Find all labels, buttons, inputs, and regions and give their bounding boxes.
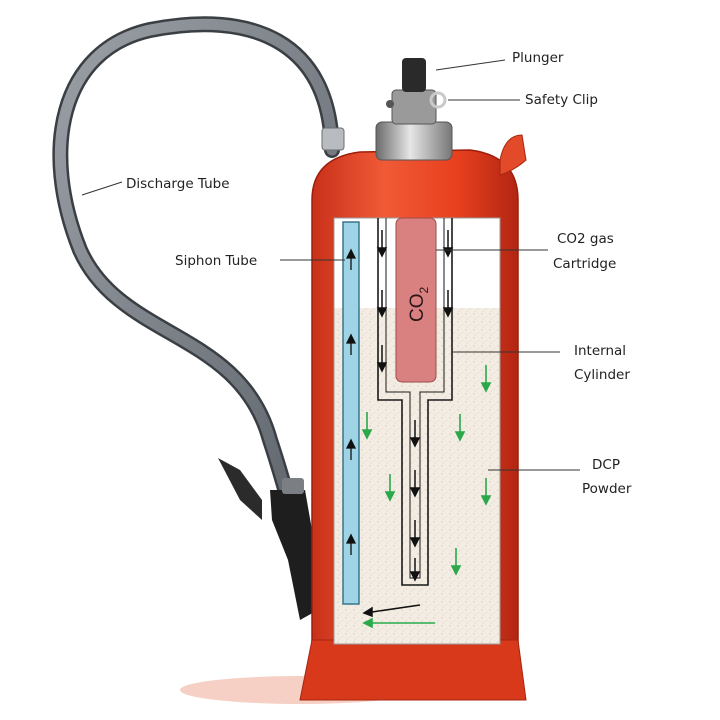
- label-siphon-tube: Siphon Tube: [175, 253, 257, 269]
- co2-cartridge-label: CO2: [407, 287, 431, 323]
- leader-lines: [81, 59, 580, 471]
- internal-cylinder: [377, 218, 453, 586]
- siphon-flow-arrows: [345, 248, 357, 555]
- valve-pin: [386, 100, 394, 108]
- powder-flow-arrows: [361, 365, 492, 629]
- siphon-tube: [342, 221, 360, 605]
- label-safety-clip: Safety Clip: [525, 92, 598, 108]
- hose-collar: [321, 127, 345, 151]
- valve-neck: [391, 89, 437, 125]
- label-co2-cartridge-1: CO2 gas: [557, 231, 614, 247]
- label-discharge-tube: Discharge Tube: [126, 176, 230, 192]
- label-internal-cylinder-1: Internal: [574, 343, 626, 359]
- extinguisher-base: [299, 639, 527, 701]
- carry-handle: [499, 134, 527, 176]
- label-co2-cartridge-2: Cartridge: [553, 256, 616, 272]
- top-collar: [375, 121, 453, 161]
- label-plunger: Plunger: [512, 50, 564, 66]
- plunger-knob: [402, 58, 426, 92]
- discharge-hose-highlight: [54, 18, 338, 511]
- label-dcp-powder-2: Powder: [582, 481, 632, 497]
- label-internal-cylinder-2: Cylinder: [574, 367, 630, 383]
- nozzle-gun: [218, 458, 326, 620]
- co2-cartridge: [395, 217, 437, 383]
- gas-flow-arrows: [362, 230, 454, 618]
- label-dcp-powder-1: DCP: [592, 457, 620, 473]
- safety-clip-ring: [429, 91, 447, 109]
